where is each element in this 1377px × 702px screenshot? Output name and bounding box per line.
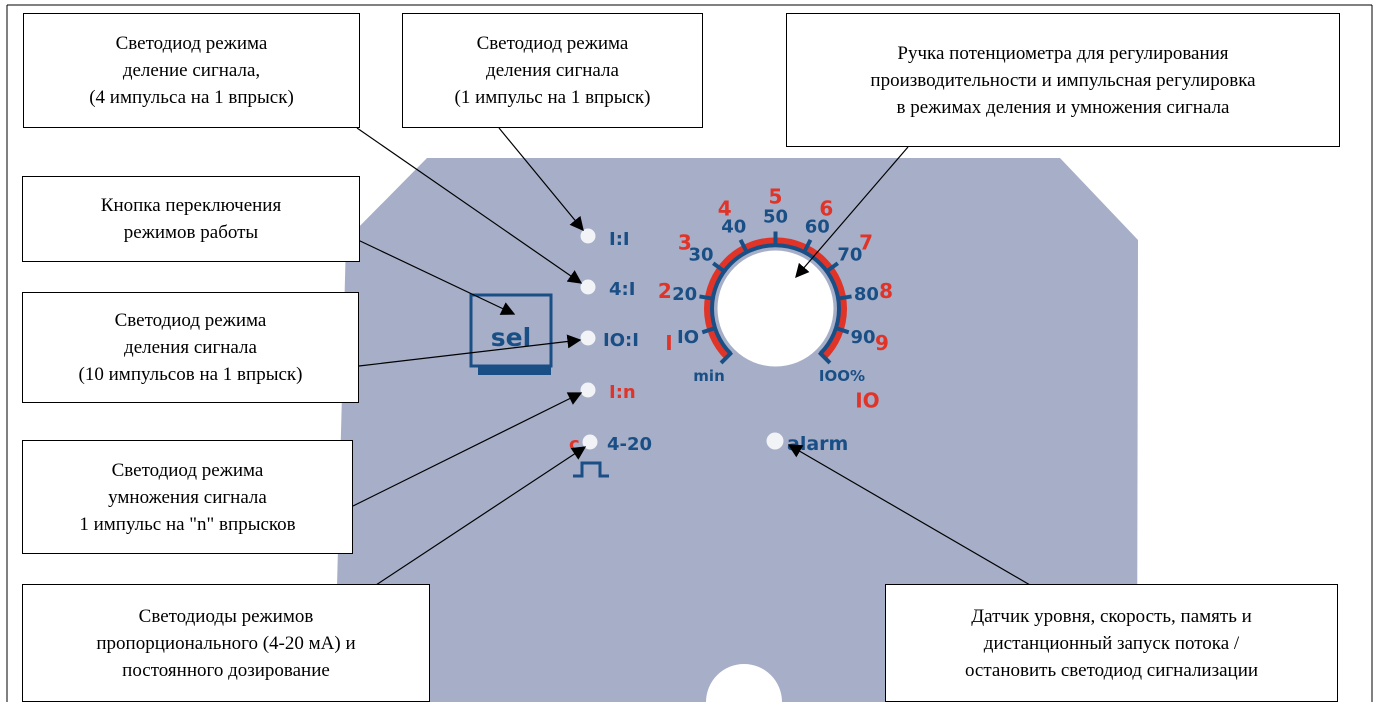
callout-line: производительности и импульсная регулиро… xyxy=(870,69,1256,91)
alarm-label: alarm xyxy=(787,433,848,455)
leader-arrows xyxy=(352,127,1031,586)
callout-led-1-1: Светодиод режима деления сигнала (1 импуль… xyxy=(402,13,703,128)
led-4-20-label: 4-20 xyxy=(607,434,652,455)
dial-tick xyxy=(836,294,852,301)
dial-scale-label: IOO% xyxy=(819,367,865,385)
led-4-1-label: 4:I xyxy=(609,279,635,300)
dial-tick xyxy=(699,294,715,301)
knob-center xyxy=(717,250,834,367)
led-1-1-label: I:I xyxy=(609,229,630,250)
callout-knob: Ручка потенциометра для регулирования про… xyxy=(786,13,1340,147)
callout-line: (10 импульсов на 1 впрыск) xyxy=(78,364,303,385)
arrow-led-1-n xyxy=(352,392,583,507)
arrow-led-4-1 xyxy=(356,127,583,284)
arrow-led-4-20 xyxy=(375,446,587,586)
dial-scale-label: 80 xyxy=(854,284,879,305)
callout-line: Светодиод режима xyxy=(115,33,268,54)
callout-line: (1 импульс на 1 впрыск) xyxy=(454,87,651,108)
callout-line: 1 импульс на "n" впрысков xyxy=(79,513,296,535)
sel-label: sel xyxy=(491,323,531,352)
callout-led-1-n: Светодиод режима умножения сигнала 1 импул… xyxy=(22,440,353,554)
potentiometer-knob[interactable] xyxy=(699,231,852,367)
dial-scale-label: min xyxy=(693,367,724,385)
dial-red-scale-label: 9 xyxy=(875,331,889,355)
dial-scale-label: IO xyxy=(677,327,699,348)
callout-line: режимов работы xyxy=(123,222,259,243)
dial-red-scale-label: 8 xyxy=(879,279,893,303)
arrow-alarm xyxy=(787,444,1031,586)
arrow-sel xyxy=(357,239,516,315)
dial-scale-label: 40 xyxy=(721,217,746,238)
dial-tick xyxy=(719,350,734,365)
dial-tick xyxy=(801,238,813,255)
dial-red-scale-label: 5 xyxy=(769,185,783,209)
arrow-knob xyxy=(795,146,909,279)
callout-line: Ручка потенциометра для регулирования xyxy=(897,42,1229,64)
dial-red-scale-label: IO xyxy=(855,388,879,412)
dial-red-scale-label: 2 xyxy=(658,279,672,303)
callout-line: (4 импульса на 1 впрыск) xyxy=(89,87,294,108)
dial-tick xyxy=(712,261,727,274)
callout-line: остановить светодиод сигнализации xyxy=(964,659,1259,681)
callout-line: Светодиоды режимов xyxy=(138,605,314,627)
callout-led-10-1: Светодиод режима деления сигнала (10 импул… xyxy=(22,292,359,403)
led-10-1-label: IO:I xyxy=(603,330,639,351)
led-4-20-prefix: c xyxy=(569,434,580,455)
callout-line: деления сигнала xyxy=(124,337,257,358)
dial-scale-label: 90 xyxy=(850,327,875,348)
led-1-n: I:n xyxy=(580,382,636,403)
dial-tick xyxy=(738,238,750,255)
dial-red-scale-label: 4 xyxy=(718,197,732,221)
dial-scale-label: 70 xyxy=(837,244,862,265)
callout-line: Датчик уровня, скорость, память и xyxy=(971,605,1252,627)
callout-line: умножения сигнала xyxy=(108,486,267,508)
dial-red-scale-label: 7 xyxy=(859,231,873,255)
dial-tick xyxy=(833,325,850,335)
led-10-1: IO:I xyxy=(580,330,639,351)
led-4-1: 4:I xyxy=(580,279,635,300)
callout-led-4-1: Светодиод режима деление сигнала, (4 импул… xyxy=(23,13,360,128)
led-4-20: c 4-20 xyxy=(569,434,652,478)
dial-red-scale-label: 3 xyxy=(678,231,692,255)
dial-tick xyxy=(824,261,839,274)
arrow-led-10-1 xyxy=(358,334,582,367)
callout-sel-button: Кнопка переключения режимов работы xyxy=(22,176,360,262)
dial-scale-label: 20 xyxy=(672,284,697,305)
callout-line: Светодиод режима xyxy=(111,459,264,481)
callout-led-proportional: Светодиоды режимов пропорционального (4-2… xyxy=(22,584,430,702)
dial-ticks xyxy=(699,231,852,365)
arrow-led-1-1 xyxy=(498,127,584,232)
sel-button[interactable]: sel xyxy=(469,293,553,375)
callout-line: постоянного дозирование xyxy=(122,659,330,681)
dial-tick xyxy=(701,325,718,335)
callout-alarm: Датчик уровня, скорость, память и дистанц… xyxy=(885,584,1338,702)
callout-line: пропорционального (4-20 мА) и xyxy=(96,632,356,654)
callout-line: в режимах деления и умножения сигнала xyxy=(896,96,1230,118)
dial-scale-label: 30 xyxy=(689,244,714,265)
dial-red-scale-label: 6 xyxy=(819,197,833,221)
led-1-1: I:I xyxy=(580,228,630,250)
dial-scale-label: 60 xyxy=(805,217,830,238)
callout-line: Светодиод режима xyxy=(476,33,629,54)
dial-tick xyxy=(817,350,832,365)
callout-line: Светодиод режима xyxy=(114,310,267,331)
led-1-n-label: I:n xyxy=(609,382,636,403)
callout-line: деление сигнала, xyxy=(122,60,261,81)
pulse-icon xyxy=(573,461,609,478)
callout-line: деления сигнала xyxy=(486,60,619,81)
dial-red-scale-label: I xyxy=(665,331,672,355)
callout-line: дистанционный запуск потока / xyxy=(983,632,1240,654)
dial-scale-label: 50 xyxy=(763,207,788,228)
callout-line: Кнопка переключения xyxy=(100,195,282,216)
